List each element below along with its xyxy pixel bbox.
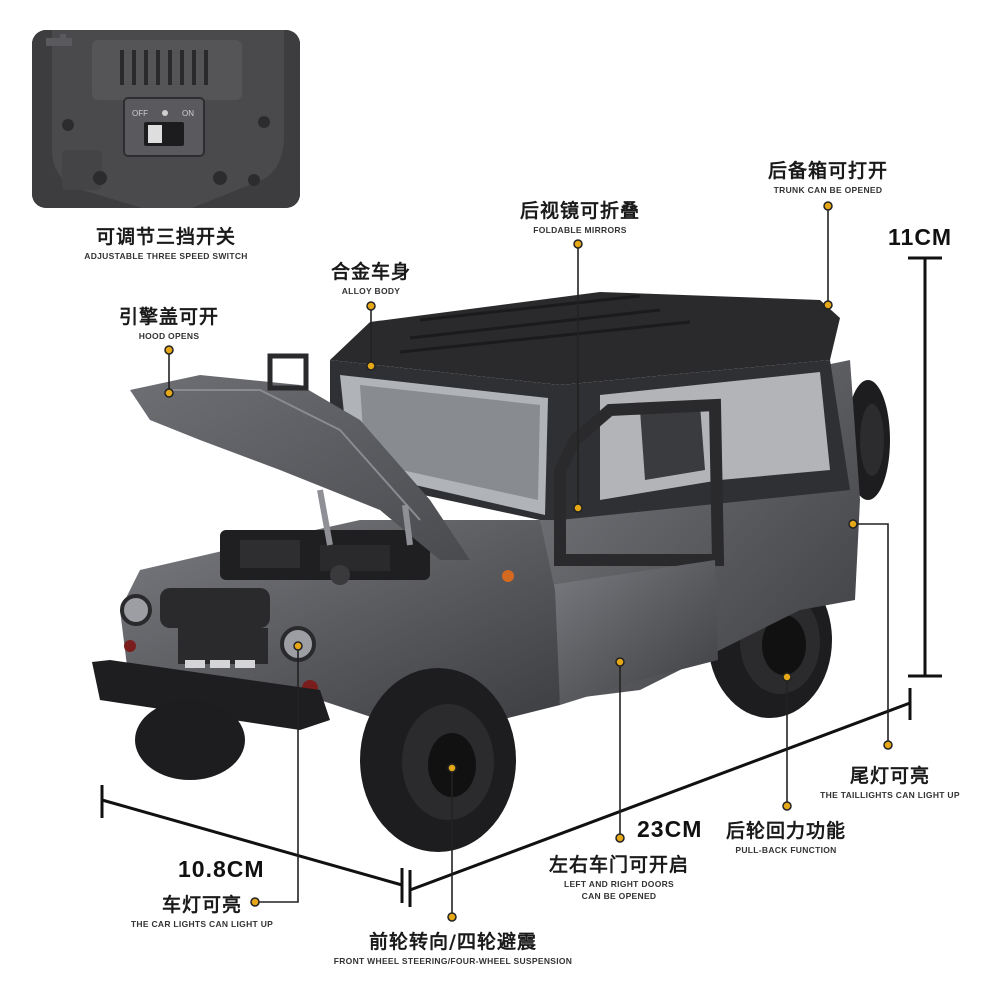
engine xyxy=(220,530,430,585)
doors-feature-en-line1: LEFT AND RIGHT DOORS xyxy=(563,879,675,889)
lights-feature-label: 车灯可亮 THE CAR LIGHTS CAN LIGHT UP xyxy=(112,890,292,929)
hood-feature-label: 引擎盖可开 HOOD OPENS xyxy=(89,302,249,341)
switch-inset-image: OFF ON xyxy=(32,30,300,208)
switch-feature-label: 可调节三挡开关 ADJUSTABLE THREE SPEED SWITCH xyxy=(66,222,266,261)
steering-feature-en: FRONT WHEEL STEERING/FOUR-WHEEL SUSPENSI… xyxy=(333,956,573,966)
width-dimension-line xyxy=(100,785,404,903)
switch-off-text: OFF xyxy=(132,109,148,118)
front-grille xyxy=(160,588,270,668)
body-feature-cn: 合金车身 xyxy=(330,261,411,283)
hood-feature-en: HOOD OPENS xyxy=(138,331,200,341)
doors-feature-en-line2: CAN BE OPENED xyxy=(581,891,657,901)
open-door-frame xyxy=(554,398,725,566)
side-mirror xyxy=(267,353,309,391)
switch-on-text: ON xyxy=(182,109,194,118)
callout-dots xyxy=(164,201,893,922)
doors-feature-label: 左右车门可开启 LEFT AND RIGHT DOORS CAN BE OPEN… xyxy=(529,850,709,901)
body-feature-en: ALLOY BODY xyxy=(341,286,401,296)
front-right-wheel xyxy=(360,668,516,852)
lights-feature-en: THE CAR LIGHTS CAN LIGHT UP xyxy=(130,919,274,929)
width-dimension-label: 10.8CM xyxy=(178,856,265,882)
hood-feature-cn: 引擎盖可开 xyxy=(118,306,219,328)
height-dimension-label: 11CM xyxy=(888,224,953,250)
front-left-wheel xyxy=(135,700,245,780)
steering-feature-label: 前轮转向/四轮避震 FRONT WHEEL STEERING/FOUR-WHEE… xyxy=(308,927,598,966)
mirrors-feature-cn: 后视镜可折叠 xyxy=(519,200,640,222)
pullback-feature-en: PULL-BACK FUNCTION xyxy=(735,845,837,855)
pullback-feature-label: 后轮回力功能 PULL-BACK FUNCTION xyxy=(706,816,866,855)
pullback-feature-cn: 后轮回力功能 xyxy=(725,820,846,842)
taillights-feature-label: 尾灯可亮 THE TAILLIGHTS CAN LIGHT UP xyxy=(800,761,980,800)
lights-feature-cn: 车灯可亮 xyxy=(161,894,242,916)
steering-feature-cn: 前轮转向/四轮避震 xyxy=(369,931,537,953)
switch-feature-cn: 可调节三挡开关 xyxy=(95,226,236,248)
length-dimension-line xyxy=(408,688,912,907)
switch-panel-illustration: OFF ON xyxy=(32,30,300,208)
mirrors-feature-label: 后视镜可折叠 FOLDABLE MIRRORS xyxy=(480,196,680,235)
body-feature-label: 合金车身 ALLOY BODY xyxy=(291,257,451,296)
switch-feature-en: ADJUSTABLE THREE SPEED SWITCH xyxy=(84,251,248,261)
doors-feature-cn: 左右车门可开启 xyxy=(548,854,689,876)
callout-lines xyxy=(168,206,889,917)
taillights-feature-en: THE TAILLIGHTS CAN LIGHT UP xyxy=(820,790,960,800)
front-bumper xyxy=(92,660,330,730)
taillights-feature-cn: 尾灯可亮 xyxy=(849,765,930,787)
hood xyxy=(130,375,470,560)
length-dimension-label: 23CM xyxy=(637,816,703,842)
trunk-feature-label: 后备箱可打开 TRUNK CAN BE OPENED xyxy=(728,156,928,195)
trunk-feature-cn: 后备箱可打开 xyxy=(767,160,888,182)
mirrors-feature-en: FOLDABLE MIRRORS xyxy=(533,225,627,235)
door-panel xyxy=(550,560,718,705)
height-dimension-line xyxy=(908,256,942,678)
trunk-feature-en: TRUNK CAN BE OPENED xyxy=(773,185,883,195)
